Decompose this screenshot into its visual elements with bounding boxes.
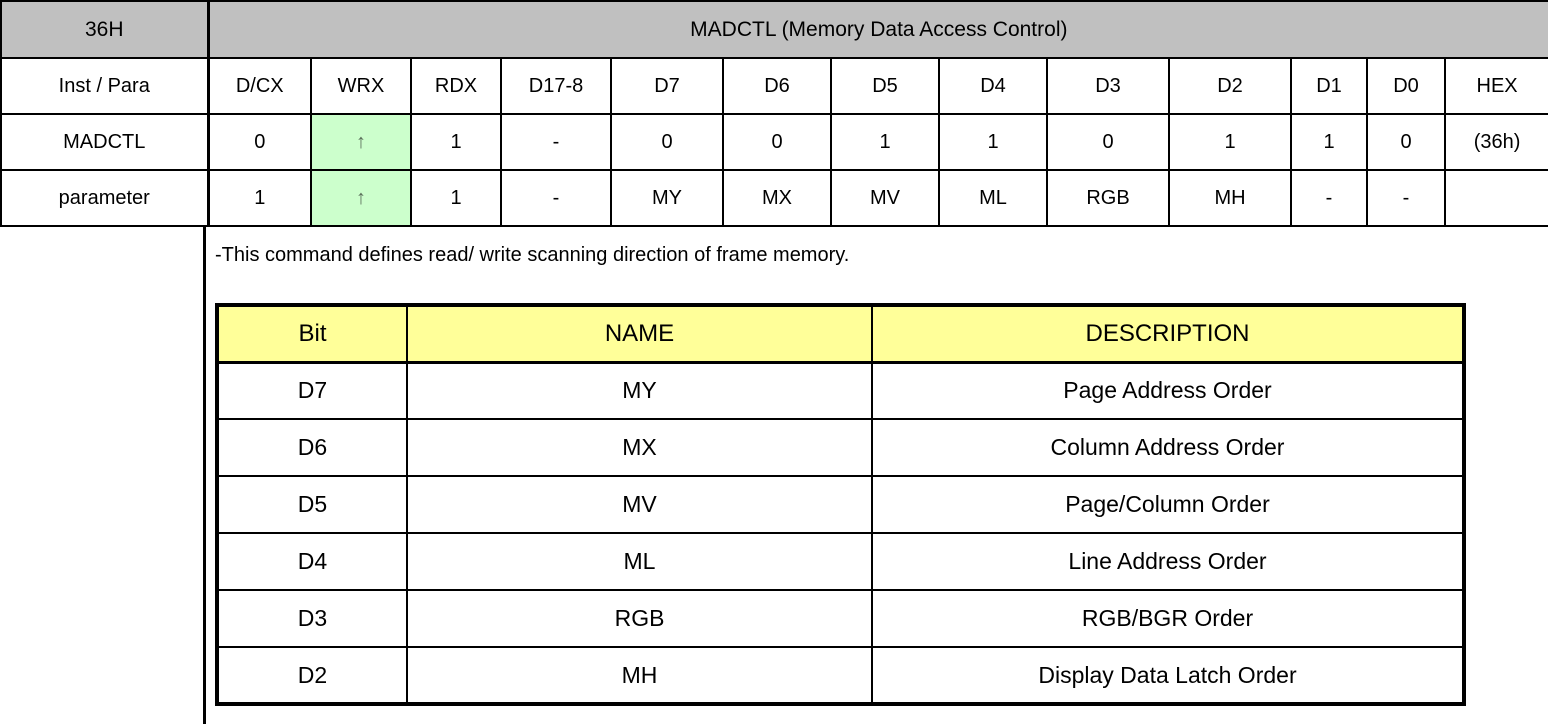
description-section: -This command defines read/ write scanni… (0, 227, 1548, 724)
bit-cell: D4 (216, 532, 408, 591)
pin-header-cell: D3 (1046, 57, 1170, 115)
pin-value-cell: 0 (1046, 113, 1170, 171)
description-cell: Page Address Order (871, 361, 1465, 420)
pin-value-cell: 0 (610, 113, 724, 171)
bit-cell: D6 (216, 418, 408, 477)
pin-value-cell: 1 (207, 169, 312, 227)
pin-header-cell: Inst / Para (0, 57, 210, 115)
pin-value-cell: 0 (1366, 113, 1446, 171)
pin-value-cell: - (1290, 169, 1368, 227)
pin-value-cell: 1 (1290, 113, 1368, 171)
pin-value-cell: MH (1168, 169, 1292, 227)
pin-header-cell: D2 (1168, 57, 1292, 115)
pin-header-cell: HEX (1443, 57, 1548, 115)
name-cell: ML (406, 532, 873, 591)
pin-header-cell: D/CX (207, 57, 312, 115)
pin-header-cell: RDX (410, 57, 502, 115)
bit-cell: D2 (216, 646, 408, 705)
pin-value-cell: 0 (207, 113, 312, 171)
description-cell: RGB/BGR Order (871, 589, 1465, 648)
description-content: -This command defines read/ write scanni… (206, 227, 1548, 724)
pin-header-cell: D7 (610, 57, 724, 115)
bit-header-cell: DESCRIPTION (871, 304, 1465, 364)
bit-header-cell: Bit (216, 304, 408, 364)
pin-value-cell: 1 (938, 113, 1048, 171)
pin-value-cell: - (500, 169, 612, 227)
name-cell: MH (406, 646, 873, 705)
description-cell: Display Data Latch Order (871, 646, 1465, 705)
pin-value-cell: 1 (410, 113, 502, 171)
command-title: MADCTL (Memory Data Access Control) (206, 0, 1548, 59)
name-cell: MV (406, 475, 873, 534)
command-note: -This command defines read/ write scanni… (215, 244, 850, 266)
bit-cell: D5 (216, 475, 408, 534)
strobe-arrow-cell: ↑ (310, 169, 412, 227)
pin-value-cell: 1 (1168, 113, 1292, 171)
bit-cell: D3 (216, 589, 408, 648)
pin-value-cell: MX (722, 169, 832, 227)
pin-value-cell: MV (830, 169, 940, 227)
pin-value-cell: (36h) (1443, 113, 1548, 171)
pin-value-cell: ML (938, 169, 1048, 227)
name-cell: MX (406, 418, 873, 477)
pin-header-cell: WRX (310, 57, 412, 115)
pin-header-cell: D1 (1290, 57, 1368, 115)
name-cell: RGB (406, 589, 873, 648)
strobe-arrow-cell: ↑ (310, 113, 412, 171)
description-cell: Column Address Order (871, 418, 1465, 477)
bit-cell: D7 (216, 361, 408, 420)
description-cell: Line Address Order (871, 532, 1465, 591)
pin-row-label: MADCTL (0, 113, 210, 171)
pin-value-cell: - (1366, 169, 1446, 227)
madctl-instruction-table: 36H MADCTL (Memory Data Access Control) … (0, 0, 1548, 227)
pin-value-cell: MY (610, 169, 724, 227)
pin-value-cell: 1 (830, 113, 940, 171)
pin-value-cell (1443, 169, 1548, 227)
left-gutter (0, 227, 206, 724)
pin-header-cell: D5 (830, 57, 940, 115)
pin-value-cell: 0 (722, 113, 832, 171)
pin-value-cell: - (500, 113, 612, 171)
command-title-row: 36H MADCTL (Memory Data Access Control) (0, 0, 1548, 59)
pin-value-cell: RGB (1046, 169, 1170, 227)
pin-row-label: parameter (0, 169, 210, 227)
bit-header-cell: NAME (406, 304, 873, 364)
pin-header-cell: D0 (1366, 57, 1446, 115)
pin-value-cell: 1 (410, 169, 502, 227)
command-code: 36H (0, 0, 210, 59)
description-cell: Page/Column Order (871, 475, 1465, 534)
pin-header-cell: D17-8 (500, 57, 612, 115)
name-cell: MY (406, 361, 873, 420)
pin-header-cell: D4 (938, 57, 1048, 115)
pin-header-cell: D6 (722, 57, 832, 115)
